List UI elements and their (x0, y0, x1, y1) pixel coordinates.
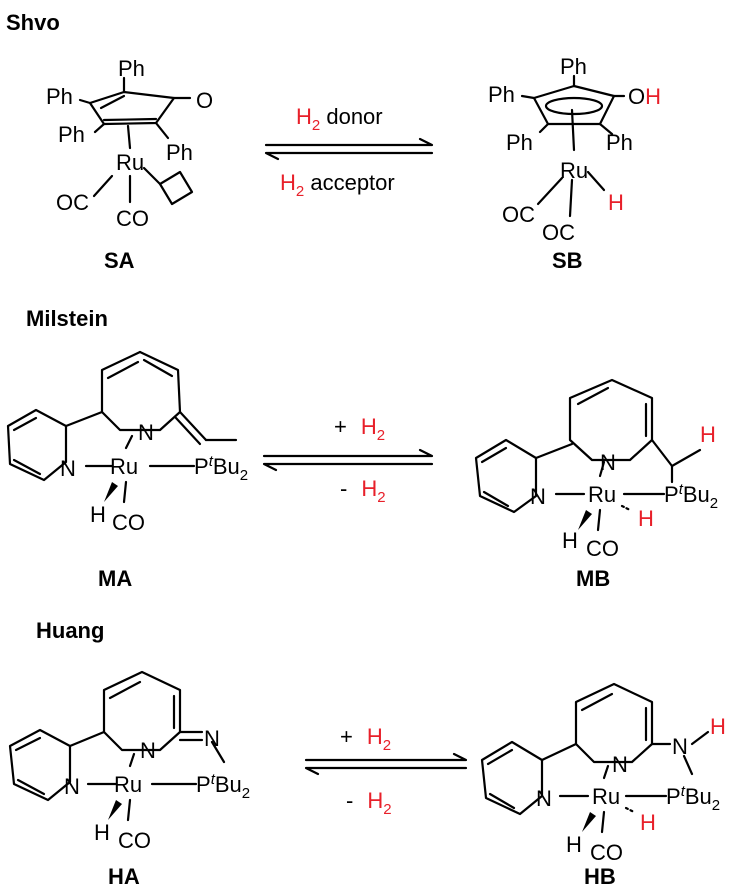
hb-n-central: N (612, 752, 628, 777)
mb-ru-h: H (638, 506, 654, 531)
sb-ph-top: Ph (560, 54, 587, 79)
shvo-sa-structure (78, 76, 194, 206)
mb-h-wedge (578, 510, 592, 530)
sb-label: SB (552, 248, 583, 273)
ha-n-imine: N (204, 726, 220, 751)
hb-ru: Ru (592, 784, 620, 809)
ma-label: MA (98, 566, 132, 591)
hb-co: CO (590, 840, 623, 865)
huang-ha-structure (8, 670, 226, 822)
mb-ptbu2: PtBu2 (664, 481, 718, 512)
sa-ru: Ru (116, 150, 144, 175)
sb-ru: Ru (560, 158, 588, 183)
hb-h-wedge (582, 812, 596, 832)
ha-label: HA (108, 864, 140, 889)
hb-nh-h: H (710, 714, 726, 739)
sa-co: CO (116, 206, 149, 231)
sb-oh: OH (628, 84, 661, 109)
shvo-arrow-top-label: H2 donor (296, 104, 383, 134)
ha-co: CO (118, 828, 151, 853)
ma-hydride: H (90, 502, 106, 527)
sb-ph-right: Ph (606, 130, 633, 155)
hb-ru-h: H (640, 810, 656, 835)
sa-o: O (196, 88, 213, 113)
shvo-equilibrium-arrows (264, 137, 434, 161)
shvo-heading: Shvo (6, 10, 60, 35)
sa-oc: OC (56, 190, 89, 215)
sb-oc-left: OC (502, 202, 535, 227)
milstein-heading: Milstein (26, 306, 108, 331)
sb-hydride: H (608, 190, 624, 215)
ma-ru: Ru (110, 454, 138, 479)
mb-n-central: N (600, 450, 616, 475)
mb-ru: Ru (588, 482, 616, 507)
ha-n-pyridine: N (64, 774, 80, 799)
ma-n-pyridine: N (60, 456, 76, 481)
huang-equilibrium-arrows (304, 752, 468, 776)
sa-ph-lowleft: Ph (58, 122, 85, 147)
milstein-equilibrium-arrows (262, 448, 434, 472)
shvo-arrow-bottom-label: H2 acceptor (280, 170, 395, 200)
milstein-arrow-top-label: +H2 (334, 414, 385, 444)
mb-ch-h: H (700, 422, 716, 447)
sb-ph-left: Ph (488, 82, 515, 107)
sa-ph-top: Ph (118, 56, 145, 81)
sa-ph-left: Ph (46, 84, 73, 109)
ha-ru: Ru (114, 772, 142, 797)
huang-arrow-top-label: +H2 (340, 724, 391, 754)
milstein-mb-structure (474, 378, 702, 532)
huang-heading: Huang (36, 618, 104, 643)
hb-ptbu2: PtBu2 (666, 783, 720, 814)
mb-hydride: H (562, 528, 578, 553)
mb-n-pyridine: N (530, 484, 546, 509)
ha-n-central: N (140, 738, 156, 763)
hb-n-amine: N (672, 734, 688, 759)
ha-h-wedge (108, 800, 122, 820)
ha-ptbu2: PtBu2 (196, 771, 250, 802)
ma-co: CO (112, 510, 145, 535)
hb-n-pyridine: N (536, 786, 552, 811)
sa-label: SA (104, 248, 135, 273)
milstein-arrow-bottom-label: -H2 (340, 476, 386, 506)
huang-hb-structure (480, 682, 710, 834)
mb-label: MB (576, 566, 610, 591)
hb-label: HB (584, 864, 616, 889)
shvo-sb-structure (520, 74, 626, 218)
hb-hydride: H (566, 832, 582, 857)
ha-hydride: H (94, 820, 110, 845)
sb-oc-bottom: OC (542, 220, 575, 245)
ma-n-central: N (138, 420, 154, 445)
ma-ptbu2: PtBu2 (194, 453, 248, 484)
milstein-ma-structure (6, 350, 238, 504)
ma-h-wedge (104, 482, 118, 502)
sb-ph-lowleft: Ph (506, 130, 533, 155)
huang-arrow-bottom-label: -H2 (346, 788, 392, 818)
mb-co: CO (586, 536, 619, 561)
sa-ph-right: Ph (166, 140, 193, 165)
